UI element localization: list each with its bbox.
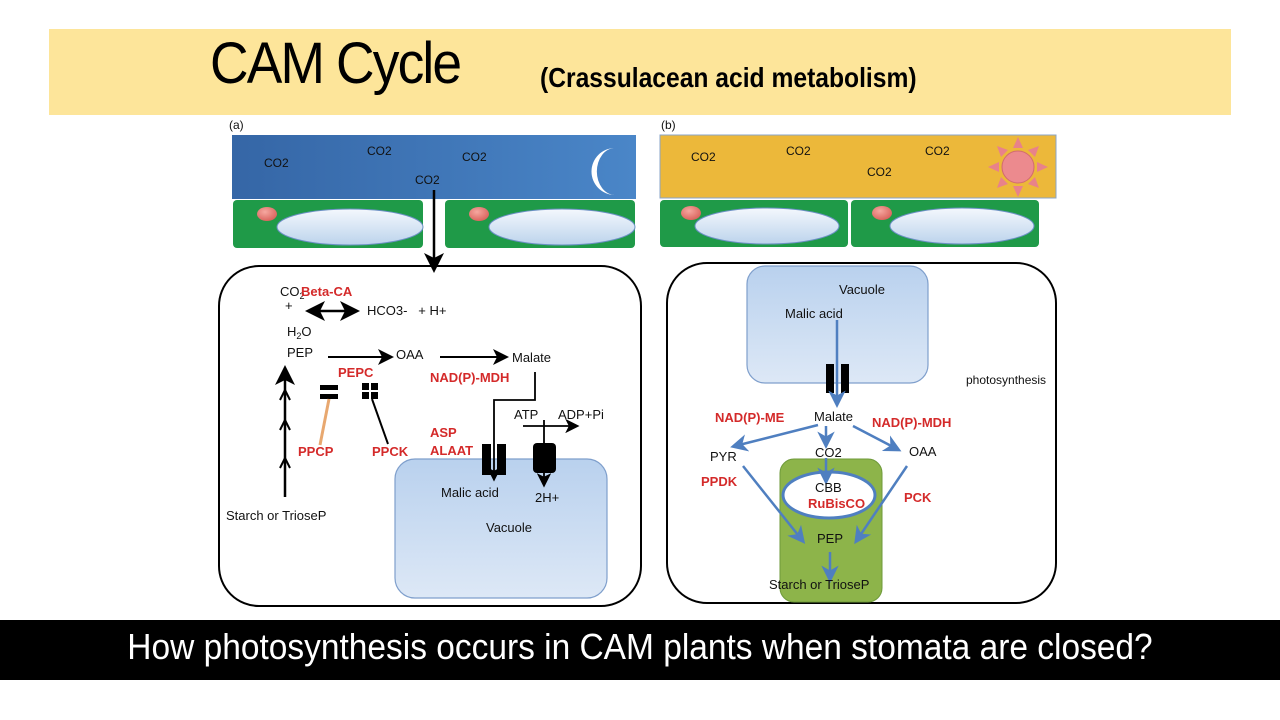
malate-label: Malate [814, 409, 853, 424]
adp-pi-label: ADP+Pi [558, 407, 604, 422]
ppcp-inhibit-symbol [318, 385, 338, 446]
cell-outline-b [666, 262, 1057, 604]
malate-label: Malate [512, 350, 551, 365]
panel-b: (b) CO2 CO2 CO2 CO2 [659, 118, 1057, 604]
co2-label: CO2 [691, 150, 716, 164]
co2-label: CO2 [867, 165, 892, 179]
co2-label: CO2 [367, 144, 392, 158]
starch-label: Starch or TrioseP [226, 508, 326, 523]
co2-label: CO2 [462, 150, 487, 164]
malate-channel [482, 444, 491, 475]
malate-channel [826, 364, 834, 393]
co2-label: CO2 [415, 173, 440, 187]
cbb-cycle-ring [781, 470, 877, 520]
co2-label: CO2 [786, 144, 811, 158]
malate-transport-arrow [486, 372, 536, 482]
guard-cell-right [445, 200, 636, 248]
footer-question: How photosynthesis occurs in CAM plants … [127, 626, 1153, 667]
night-sky [232, 135, 636, 199]
rubisco-enzyme: RuBisCO [808, 496, 865, 511]
nadp-me-enzyme: NAD(P)-ME [715, 410, 785, 425]
panel-a: (a) CO2 CO2 CO2 CO2 CO2 Beta-CA + HCO3- … [218, 118, 642, 607]
asp-enzyme: ASP [430, 425, 457, 440]
cell-outline-a [218, 265, 642, 607]
ppcp-enzyme: PPCP [298, 444, 334, 459]
panel-a-label: (a) [229, 118, 244, 132]
malate-to-pyr-arrow [730, 423, 819, 452]
guard-cell-left [233, 200, 424, 248]
beta-ca-enzyme: Beta-CA [301, 284, 353, 299]
title-banner [49, 29, 1231, 115]
malic-acid-label: Malic acid [441, 485, 499, 500]
atp-label: ATP [514, 407, 538, 422]
malate-channel [841, 364, 849, 393]
pep-label: PEP [287, 345, 313, 360]
photosynthesis-label: photosynthesis [966, 373, 1046, 387]
co2-product-label: CO2 [815, 445, 842, 460]
pyr-to-pep-arrow [742, 465, 806, 544]
protons-label: 2H+ [535, 490, 559, 505]
pepc-enzyme: PEPC [338, 365, 374, 380]
co2-label: CO2 [264, 156, 289, 170]
water-reactant: H2O [287, 324, 312, 341]
nadp-mdh-enzyme: NAD(P)-MDH [430, 370, 509, 385]
starch-label: Starch or TrioseP [769, 577, 869, 592]
pyr-label: PYR [710, 449, 737, 464]
arrow-chevrons [279, 387, 291, 469]
panel-b-label: (b) [661, 118, 676, 132]
malic-acid-label: Malic acid [785, 306, 843, 321]
moon-icon [591, 148, 615, 195]
plus-sign: + [285, 298, 293, 313]
guard-cell-left [660, 200, 848, 247]
oaa-to-pep-arrow [854, 465, 909, 545]
footer-bar [0, 620, 1280, 680]
alaat-enzyme: ALAAT [430, 443, 473, 458]
oaa-label: OAA [396, 347, 424, 362]
bicarbonate-products: HCO3- + H+ [367, 303, 446, 318]
cbb-label: CBB [815, 480, 842, 495]
page-subtitle: (Crassulacean acid metabolism) [540, 62, 917, 93]
co2-label: CO2 [925, 144, 950, 158]
malate-to-oaa-arrow [852, 424, 902, 452]
ppck-enzyme: PPCK [372, 444, 409, 459]
sun-icon [988, 137, 1048, 197]
ppdk-enzyme: PPDK [701, 474, 738, 489]
oaa-label: OAA [909, 444, 937, 459]
vacuole-label: Vacuole [839, 282, 885, 297]
nadp-mdh-enzyme: NAD(P)-MDH [872, 415, 951, 430]
page-title: CAM Cycle [210, 31, 462, 96]
guard-cell-right [851, 200, 1039, 247]
co2-reactant: CO2 [280, 284, 305, 301]
pck-enzyme: PCK [904, 490, 932, 505]
ppck-activate-symbol [362, 383, 389, 445]
pep-label: PEP [817, 531, 843, 546]
vacuole-label: Vacuole [486, 520, 532, 535]
malate-channel [497, 444, 506, 475]
